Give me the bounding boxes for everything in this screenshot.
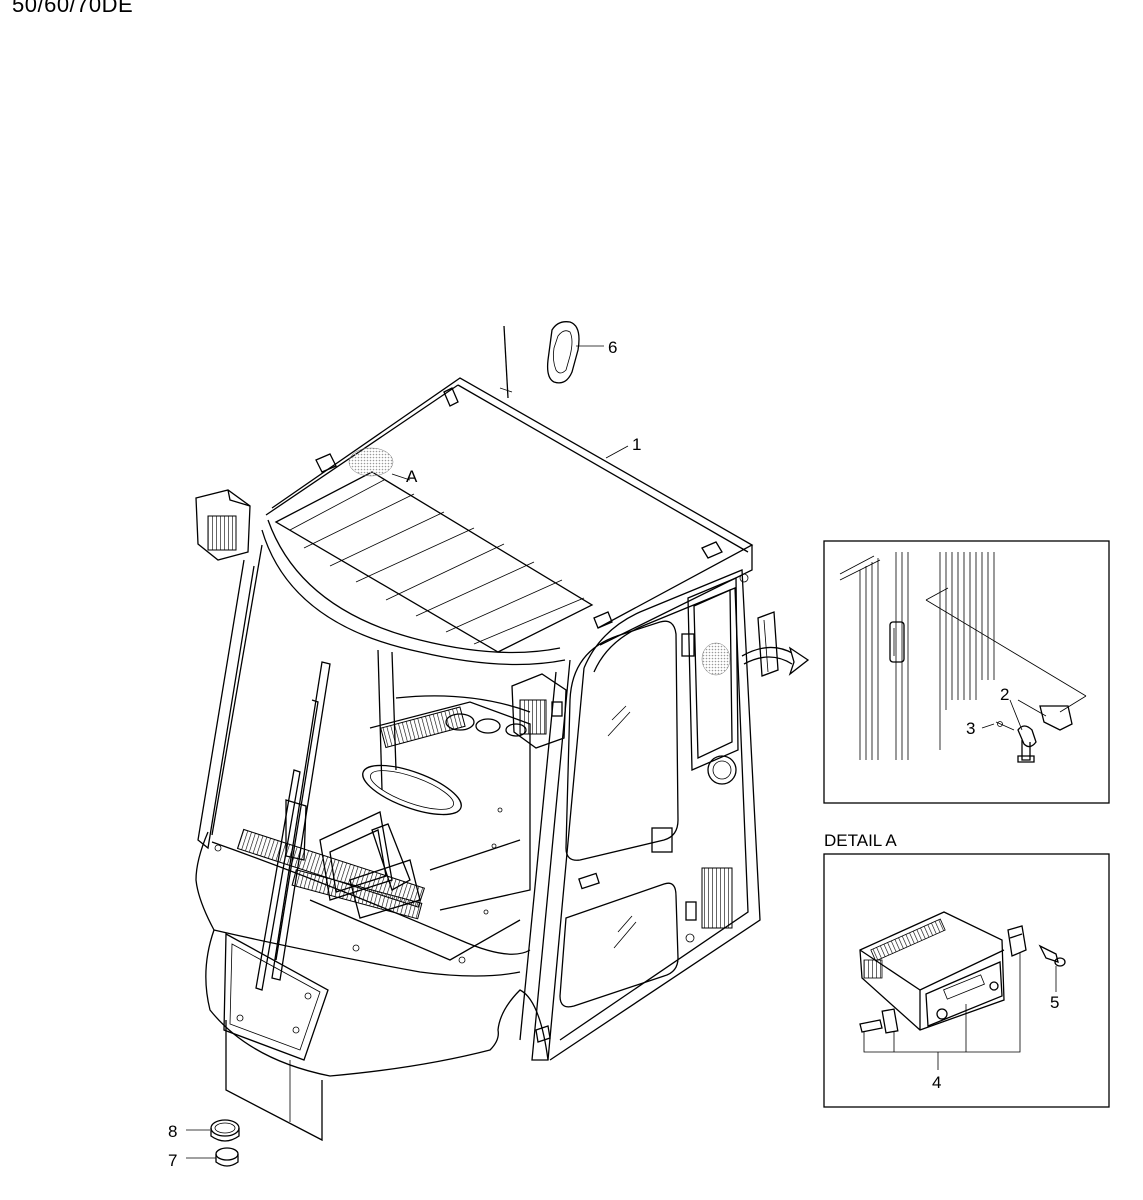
side-spot bbox=[701, 642, 731, 676]
part-6-seal bbox=[546, 321, 580, 384]
callout-detail-a: A bbox=[406, 467, 418, 486]
callout-4: 4 bbox=[932, 1073, 941, 1092]
roof-panel bbox=[274, 471, 594, 653]
mirror-detail-inset bbox=[823, 540, 1110, 804]
callouts-main bbox=[186, 345, 629, 1159]
callout-6: 6 bbox=[608, 338, 617, 357]
cab-assembly bbox=[195, 321, 810, 1167]
callout-3: 3 bbox=[966, 719, 975, 738]
callout-8: 8 bbox=[168, 1122, 177, 1141]
detail-a-caption: DETAIL A bbox=[824, 831, 897, 850]
callout-2: 2 bbox=[1000, 685, 1009, 704]
detail-a-inset bbox=[823, 853, 1110, 1108]
callout-7: 7 bbox=[168, 1151, 177, 1170]
callout-5: 5 bbox=[1050, 993, 1059, 1012]
callout-1: 1 bbox=[632, 435, 641, 454]
right-work-lamp bbox=[511, 673, 567, 749]
part-7-cap bbox=[215, 1147, 239, 1167]
part-8-clamp bbox=[210, 1119, 240, 1142]
detail-a-spot bbox=[348, 447, 394, 477]
page-title: 50/60/70DE bbox=[12, 0, 134, 17]
left-work-lamp bbox=[195, 489, 251, 561]
